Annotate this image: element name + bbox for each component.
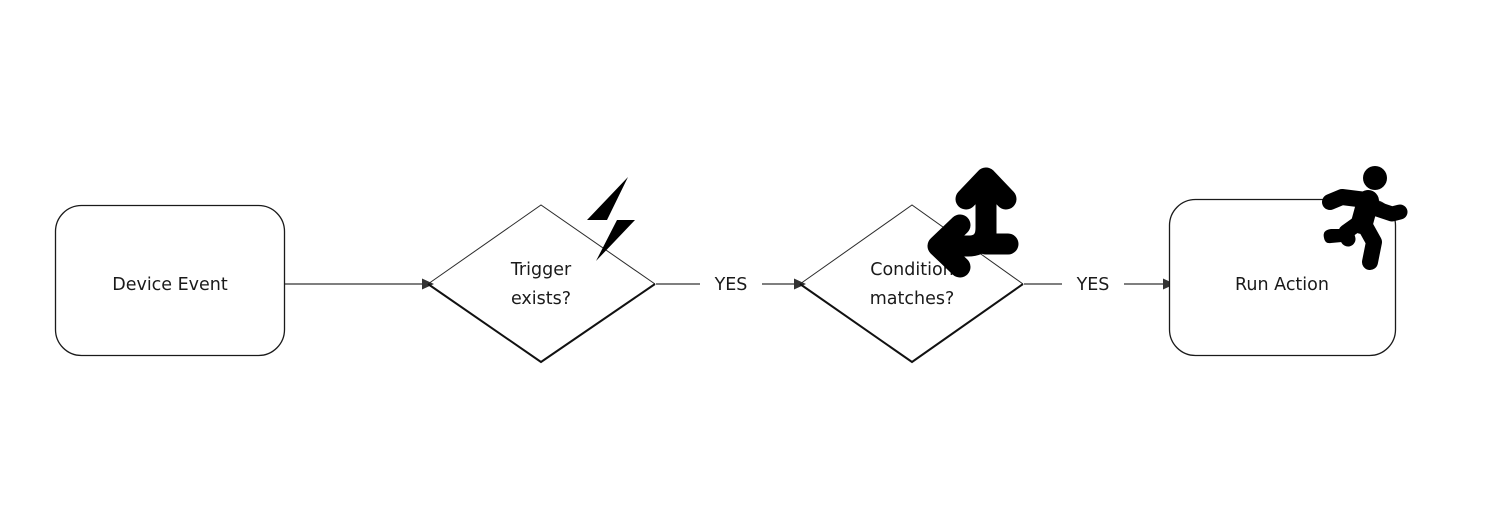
trigger-label-line1: Trigger <box>510 260 572 280</box>
node-trigger-exists[interactable]: Trigger exists? <box>427 177 656 364</box>
condition-diamond-bottom-edges[interactable] <box>799 283 1024 364</box>
node-condition-matches[interactable]: Condition matches? <box>799 167 1024 364</box>
node-run-action[interactable]: Run Action <box>1168 166 1408 357</box>
condition-label-line1: Condition <box>870 260 954 280</box>
device-event-label: Device Event <box>112 275 228 295</box>
condition-diamond-top-edges <box>799 204 1024 285</box>
trigger-diamond-bottom-edges[interactable] <box>427 283 656 364</box>
run-action-label: Run Action <box>1235 275 1329 295</box>
condition-label-line2: matches? <box>870 289 955 309</box>
edge-3-label: YES <box>1076 275 1110 295</box>
edge-device-event-to-trigger <box>285 278 434 290</box>
device-event-box[interactable] <box>54 204 286 357</box>
edge-trigger-to-condition: YES <box>656 275 806 295</box>
running-person-icon <box>1322 166 1408 270</box>
trigger-diamond-top-edges <box>427 204 656 285</box>
trigger-label-line2: exists? <box>511 289 571 309</box>
node-device-event[interactable]: Device Event <box>54 204 286 357</box>
edge-2-label: YES <box>714 275 748 295</box>
lightning-bolt-icon <box>587 177 635 261</box>
branch-arrows-icon <box>927 167 1019 278</box>
edge-condition-to-run-action: YES <box>1024 275 1175 295</box>
